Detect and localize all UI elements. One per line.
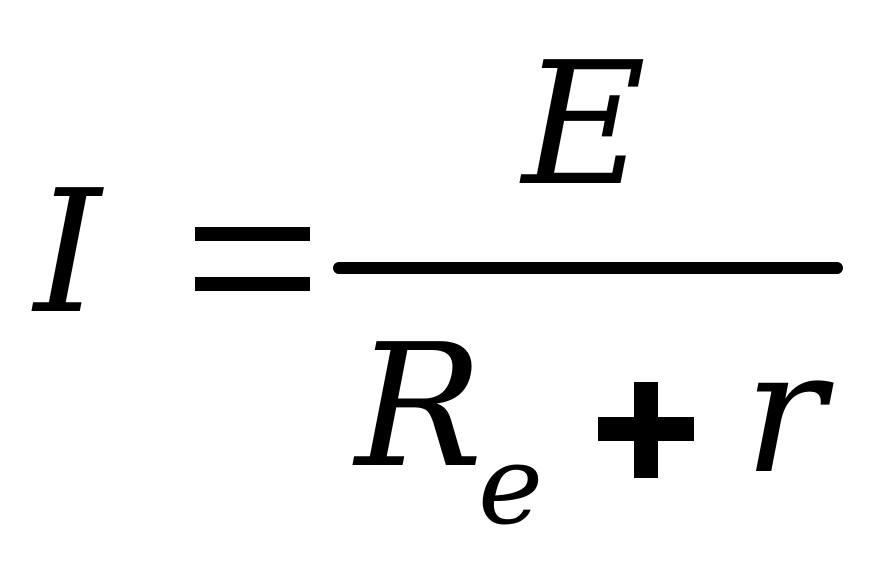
denominator-resistance-symbol: R xyxy=(355,308,483,506)
lhs-current-symbol: I xyxy=(34,154,102,352)
equals-sign-bottom-bar xyxy=(195,277,310,291)
plus-sign xyxy=(598,382,694,478)
fraction-bar xyxy=(333,262,843,274)
denominator-internal-resistance-symbol: r xyxy=(744,314,826,512)
denominator-resistance-subscript: e xyxy=(478,421,544,549)
numerator-emf-symbol: E xyxy=(522,26,647,224)
equals-sign-top-bar xyxy=(195,227,310,241)
